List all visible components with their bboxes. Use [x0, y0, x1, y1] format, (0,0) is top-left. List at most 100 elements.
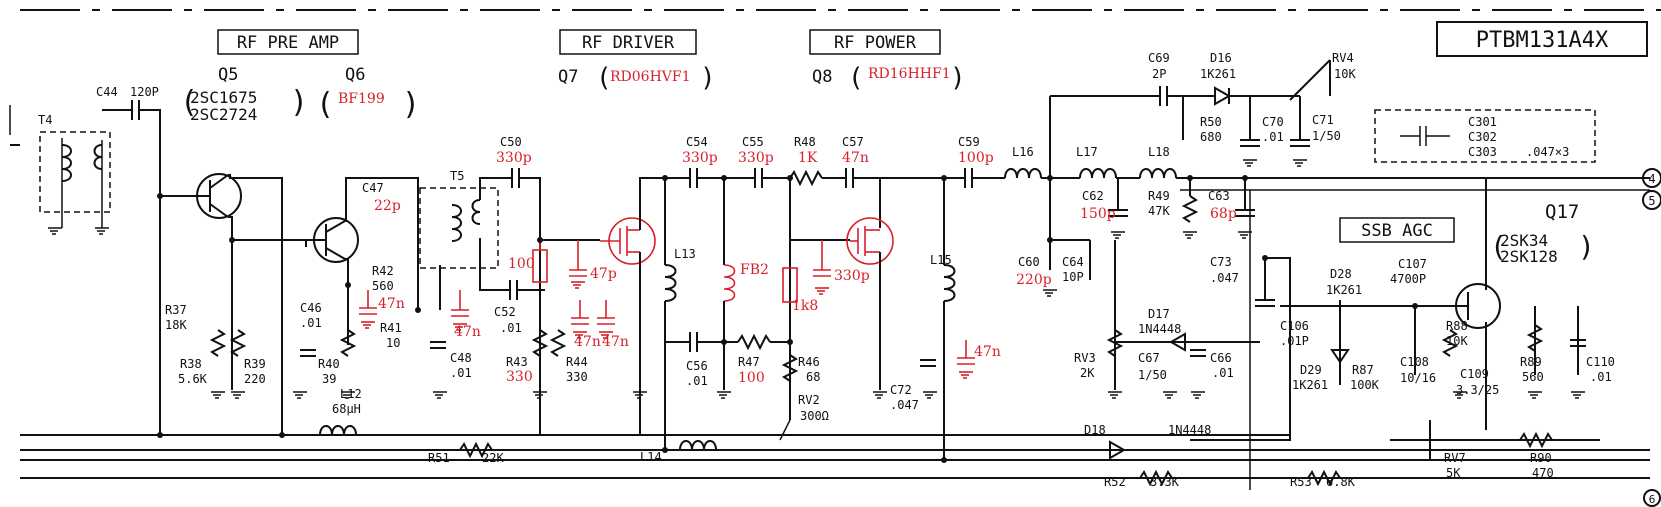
label-d18-value: 1N4448: [1168, 423, 1211, 437]
label-r46-value: 68: [806, 370, 820, 384]
label-c108-ref: C108: [1400, 355, 1429, 369]
label-c57-ref: C57: [842, 135, 864, 149]
label-r53-ref: R53: [1290, 475, 1312, 489]
label-c69-value: 2P: [1152, 67, 1166, 81]
label-c64-value: 10P: [1062, 270, 1084, 284]
cap-box-ref-1: C301: [1468, 115, 1497, 129]
label-r40-ref: R40: [318, 357, 340, 371]
label-t4-ref: T4: [38, 113, 52, 127]
label-t5-ref: T5: [450, 169, 464, 183]
label-c72-value: .047: [890, 398, 919, 412]
label-c71-value: 1/50: [1312, 129, 1341, 143]
label-l13-ref: L13: [674, 247, 696, 261]
label-rv2-value: 300Ω: [800, 409, 829, 423]
terminal-6: [1643, 489, 1661, 507]
label-c44-value: 120P: [130, 85, 159, 99]
label-c107-ref: C107: [1398, 257, 1427, 271]
label-rv7-ref: RV7: [1444, 451, 1466, 465]
label-c67-ref: C67: [1138, 351, 1160, 365]
label-l16-ref: L16: [1012, 145, 1034, 159]
label-r88-ref: R88: [1446, 319, 1468, 333]
terminal-4-label: 4: [1648, 172, 1655, 186]
label-c62-value: 150p: [1080, 206, 1116, 222]
label-c63-value: 68p: [1210, 206, 1237, 222]
label-r50-ref: R50: [1200, 115, 1222, 129]
q17-part-1: 2SK34: [1500, 231, 1548, 250]
label-d28-value: 1K261: [1326, 283, 1362, 297]
label-c70-value: .01: [1262, 130, 1284, 144]
terminal-5: [1642, 190, 1661, 210]
q8-paren-open: (: [848, 63, 864, 93]
added-c47n-a: 47n: [378, 296, 405, 312]
label-c52-value: .01: [500, 321, 522, 335]
label-c57-value: 47n: [842, 150, 869, 166]
label-r52-value: 3.3K: [1150, 475, 1180, 489]
added-fb2: FB2: [740, 262, 769, 278]
q8-paren-close: ): [950, 63, 966, 93]
label-c70-ref: C70: [1262, 115, 1284, 129]
q8-part: RD16HHF1: [868, 66, 951, 82]
q17-part-2: 2SK128: [1500, 247, 1558, 266]
label-c55-ref: C55: [742, 135, 764, 149]
terminal-6-label: 6: [1649, 493, 1656, 506]
label-c54-value: 330p: [682, 150, 718, 166]
label-r52-ref: R52: [1104, 475, 1126, 489]
label-c47-value: 22p: [374, 198, 401, 214]
terminal-5-label: 5: [1648, 194, 1655, 208]
q7-ref: Q7: [558, 67, 578, 87]
label-r48-ref: R48: [794, 135, 816, 149]
q5-paren-open: (: [180, 85, 198, 120]
wiring: [9, 59, 1650, 487]
label-c59-ref: C59: [958, 135, 980, 149]
label-c48-ref: C48: [450, 351, 472, 365]
cap-box-value: .047×3: [1526, 145, 1569, 159]
label-c110-value: .01: [1590, 370, 1612, 384]
q17-paren-close: ): [1578, 230, 1595, 263]
label-r87-value: 100K: [1350, 378, 1380, 392]
label-c109-value: 3.3/25: [1456, 383, 1499, 397]
label-c60-ref: C60: [1018, 255, 1040, 269]
label-r40-value: 39: [322, 372, 336, 386]
label-c56-ref: C56: [686, 359, 708, 373]
label-r37-value: 18K: [165, 318, 187, 332]
label-r88-value: 10K: [1446, 334, 1468, 348]
label-l14-ref: L14: [640, 450, 662, 464]
section-box-agc: [1339, 217, 1455, 243]
section-box-power: [809, 29, 941, 55]
label-c109-ref: C109: [1460, 367, 1489, 381]
label-l15-ref: L15: [930, 253, 952, 267]
label-c66-ref: C66: [1210, 351, 1232, 365]
label-r51-ref: R51: [428, 451, 450, 465]
label-c48-value: .01: [450, 366, 472, 380]
label-r37-ref: R37: [165, 303, 187, 317]
label-d16-value: 1K261: [1200, 67, 1236, 81]
section-title-driver: RF DRIVER: [582, 33, 675, 53]
label-c59-value: 100p: [958, 150, 994, 166]
label-c106-ref: C106: [1280, 319, 1309, 333]
label-c73-value: .047: [1210, 271, 1239, 285]
label-rv2-ref: RV2: [798, 393, 820, 407]
label-c44-ref: C44: [96, 85, 118, 99]
label-r38-value: 5.6K: [178, 372, 208, 386]
added-c330p: 330p: [834, 268, 870, 284]
added-r1k8: 1k8: [792, 298, 818, 314]
label-c108-value: 10/16: [1400, 371, 1436, 385]
label-d17-value: 1N4448: [1138, 322, 1181, 336]
label-c106-value: .01P: [1280, 334, 1309, 348]
label-l18-ref: L18: [1148, 145, 1170, 159]
component-labels: C44 120P T4 C47 22p T5 R37 18K R38 5.6K …: [38, 51, 1615, 489]
label-l12-ref: L12: [340, 387, 362, 401]
label-c71-ref: C71: [1312, 113, 1334, 127]
label-r51-value: 22K: [482, 451, 504, 465]
label-r39-value: 220: [244, 372, 266, 386]
label-r42-ref: R42: [372, 264, 394, 278]
label-c67-value: 1/50: [1138, 368, 1167, 382]
label-d29-ref: D29: [1300, 363, 1322, 377]
q6-paren-open: (: [316, 87, 334, 122]
q7-paren-close: ): [700, 63, 716, 93]
q17-ref: Q17: [1545, 201, 1579, 223]
q6-ref: Q6: [345, 65, 365, 85]
label-r49-ref: R49: [1148, 189, 1170, 203]
label-c56-value: .01: [686, 374, 708, 388]
